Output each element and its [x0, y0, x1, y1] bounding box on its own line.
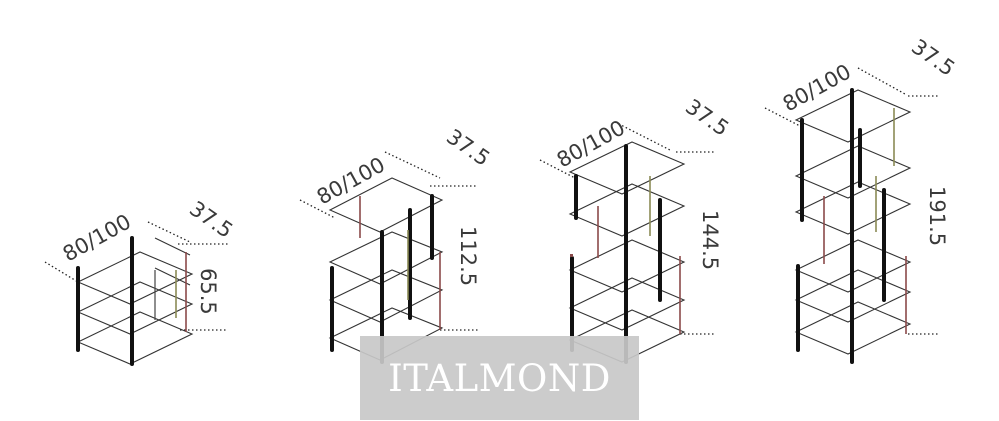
shelving-unit-4: 80/100 37.5 191.5: [764, 34, 959, 364]
depth-label: 37.5: [681, 94, 733, 140]
height-label: 65.5: [196, 268, 220, 315]
depth-label: 37.5: [185, 196, 237, 242]
width-label: 80/100: [313, 153, 389, 210]
height-label: 191.5: [925, 186, 949, 246]
shelving-unit-3: 80/100 37.5 144.5: [539, 94, 733, 364]
watermark: ITALMOND: [360, 336, 639, 420]
shelving-unit-1: 80/100 37.5 65.5: [44, 196, 237, 366]
width-label: 80/100: [553, 116, 629, 173]
width-label: 80/100: [779, 60, 855, 117]
width-label: 80/100: [59, 210, 135, 267]
depth-label: 37.5: [442, 124, 494, 170]
watermark-text: ITALMOND: [388, 356, 611, 400]
height-label: 112.5: [456, 226, 480, 286]
depth-label: 37.5: [907, 34, 959, 80]
shelving-unit-2: 80/100 37.5 112.5: [299, 124, 494, 364]
height-label: 144.5: [698, 210, 722, 270]
